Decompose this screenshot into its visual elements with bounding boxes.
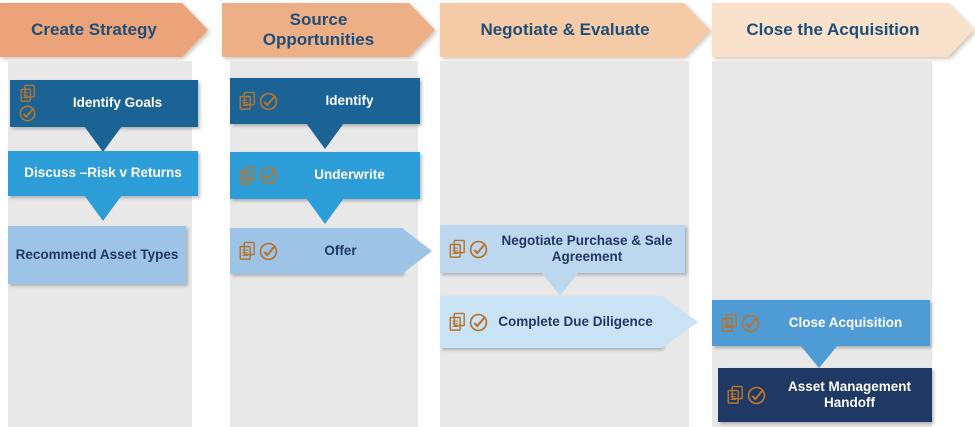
check-circle-icon (259, 166, 278, 185)
step-close-acquisition: Close Acquisition (712, 300, 930, 346)
down-arrow-connector (541, 272, 579, 296)
step-offer: Offer (230, 228, 402, 274)
document-copies-icon (727, 385, 743, 404)
step-icons (18, 84, 37, 123)
document-copies-icon (239, 241, 255, 260)
phase-header-create-strategy: Create Strategy (0, 3, 208, 57)
down-arrow-connector (84, 126, 122, 152)
step-icons (720, 313, 761, 334)
down-arrow-connector (306, 198, 344, 224)
step-identify-goals: Identify Goals (10, 80, 198, 127)
phase-header-source-opportunities: Source Opportunities (222, 3, 435, 57)
right-arrow-connector (402, 228, 432, 274)
document-copies-icon (721, 313, 737, 332)
phase-arrow-shape: Source Opportunities (222, 3, 435, 57)
phase-header-negotiate-evaluate: Negotiate & Evaluate (440, 3, 710, 57)
step-icons (238, 241, 279, 262)
step-complete-due-diligence: Complete Due Diligence (440, 296, 662, 348)
step-label: Recommend Asset Types (15, 246, 179, 262)
step-label: Asset Management Handoff (787, 378, 912, 410)
step-asset-management-handoff: Asset Management Handoff (718, 368, 932, 422)
step-underwrite: Underwrite (230, 152, 420, 199)
step-identify: Identify (230, 78, 420, 124)
check-circle-icon (469, 313, 488, 331)
check-circle-icon (469, 240, 488, 258)
document-copies-icon (20, 84, 35, 102)
down-arrow-connector (800, 345, 838, 368)
step-negotiate-purchase-sale-agreement: Negotiate Purchase & Sale Agreement (440, 225, 685, 273)
step-icons (726, 385, 767, 406)
document-copies-icon (239, 91, 255, 110)
check-circle-icon (259, 92, 278, 110)
check-circle-icon (747, 386, 766, 404)
step-recommend-asset-types: Recommend Asset Types (8, 226, 186, 284)
step-label: Discuss –Risk v Returns (24, 165, 182, 181)
step-discuss-risk-returns: Discuss –Risk v Returns (8, 151, 198, 196)
step-label: Close Acquisition (788, 314, 903, 330)
step-label: Offer (324, 242, 357, 258)
phase-title: Close the Acquisition (746, 20, 920, 40)
phase-title: Create Strategy (31, 20, 157, 40)
document-copies-icon (449, 239, 465, 258)
check-circle-icon (259, 242, 278, 260)
step-icons (238, 165, 279, 186)
check-circle-icon (741, 314, 760, 332)
document-copies-icon (239, 166, 255, 185)
step-icons (448, 312, 489, 333)
step-label: Negotiate Purchase & Sale Agreement (501, 232, 673, 264)
step-label: Identify Goals (72, 95, 163, 111)
step-label: Identify (325, 92, 374, 108)
step-icons (448, 239, 489, 260)
step-label: Underwrite (314, 167, 385, 183)
phase-header-close-acquisition: Close the Acquisition (712, 3, 974, 57)
down-arrow-connector (306, 123, 344, 149)
phase-title: Negotiate & Evaluate (480, 20, 650, 40)
check-circle-icon (19, 105, 36, 122)
right-arrow-connector (662, 296, 698, 348)
down-arrow-connector (84, 195, 122, 221)
phase-arrow-shape: Close the Acquisition (712, 3, 974, 57)
step-icons (238, 91, 279, 112)
phase-arrow-shape: Negotiate & Evaluate (440, 3, 710, 57)
phase-arrow-shape: Create Strategy (0, 3, 208, 57)
step-label: Complete Due Diligence (498, 313, 653, 329)
phase-title: Source Opportunities (262, 10, 375, 49)
document-copies-icon (449, 312, 465, 331)
